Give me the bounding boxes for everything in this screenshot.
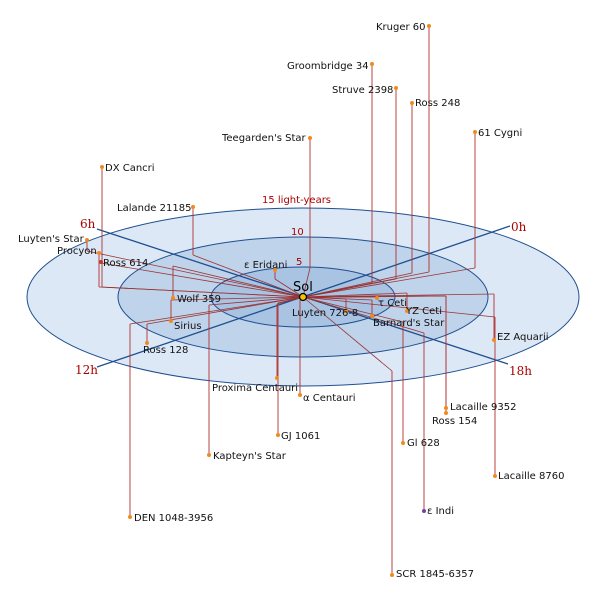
star-7-marker [100, 165, 104, 169]
star-31-label: SCR 1845-6357 [396, 569, 474, 580]
star-24-spoke [302, 295, 447, 298]
star-11-marker [99, 260, 103, 264]
star-24-marker [444, 411, 448, 415]
star-12-label: ε Eridani [244, 260, 287, 271]
star-3-label: Struve 2398 [332, 85, 393, 96]
star-21-marker [275, 376, 279, 380]
star-31-spoke [302, 296, 393, 372]
star-13-marker [171, 296, 175, 300]
star-19-spoke [302, 296, 373, 301]
star-3-marker [394, 86, 398, 90]
star-22-label: α Centauri [303, 393, 356, 404]
star-10-spoke [98, 286, 304, 298]
ring-label-5: 5 [296, 257, 302, 268]
star-15-label: Ross 128 [143, 345, 188, 356]
star-28-spoke [302, 296, 496, 318]
star-29-spoke [302, 296, 425, 334]
star-19-marker [370, 314, 374, 318]
star-9-marker [85, 238, 89, 242]
star-16-marker [375, 296, 379, 300]
star-11-label: Ross 614 [103, 258, 148, 269]
star-14-label: Sirius [174, 321, 202, 332]
star-18-marker [344, 309, 348, 313]
star-27-marker [207, 453, 211, 457]
star-17-marker [405, 309, 409, 313]
star-10-label: Procyon [57, 246, 97, 257]
star-20-label: EZ Aquarii [497, 332, 549, 343]
star-11-spoke [100, 262, 304, 298]
star-6-spoke [302, 267, 311, 298]
star-26-spoke [302, 296, 404, 323]
star-8-spoke [192, 254, 304, 298]
star-7-label: DX Cancri [105, 163, 155, 174]
star-30-spoke [129, 296, 304, 325]
ring-label-10: 10 [291, 227, 304, 238]
star-14-spoke [170, 296, 304, 301]
star-4-marker [410, 101, 414, 105]
star-29-marker [422, 509, 426, 513]
star-13-spoke [172, 265, 304, 298]
star-27-label: Kapteyn's Star [213, 451, 287, 462]
star-23-marker [444, 406, 448, 410]
hour-label-18h: 18h [509, 364, 532, 378]
star-12-spoke [274, 278, 304, 298]
star-5-label: 61 Cygni [478, 128, 522, 139]
star-12-marker [273, 268, 277, 272]
star-6-label: Teegarden's Star [221, 133, 306, 144]
star-25-marker [276, 433, 280, 437]
star-25-label: GJ 1061 [281, 431, 320, 442]
star-15-spoke [146, 296, 304, 325]
star-4-spoke [302, 272, 413, 298]
star-17-label: YZ Ceti [405, 306, 442, 317]
star-27-spoke [208, 296, 304, 306]
star-8-label: Lalande 21185 [117, 203, 191, 214]
star-21-label: Proxima Centauri [212, 383, 298, 394]
sol-marker [298, 292, 308, 302]
star-19-label: Barnard's Star [373, 318, 445, 329]
star-23-label: Lacaille 9352 [450, 402, 516, 413]
star-24-label: Ross 154 [432, 416, 477, 427]
star-15-marker [145, 341, 149, 345]
star-14-marker [169, 319, 173, 323]
star-1-marker [427, 24, 431, 28]
star-26-label: Gl 628 [407, 438, 440, 449]
star-projection-lines [86, 26, 496, 575]
star-18-label: Luyten 726-8 [292, 308, 358, 319]
star-20-marker [492, 338, 496, 342]
star-6-marker [308, 136, 312, 140]
star-22-marker [298, 393, 302, 397]
star-5-marker [473, 130, 477, 134]
star-2-label: Groombridge 34 [287, 61, 369, 72]
star-2-marker [370, 62, 374, 66]
hour-label-6h: 6h [80, 217, 96, 231]
star-30-marker [128, 515, 132, 519]
ring-label-15: 15 light-years [262, 195, 331, 206]
star-31-marker [390, 573, 394, 577]
star-30-label: DEN 1048-3956 [134, 513, 213, 524]
star-8-marker [191, 205, 195, 209]
star-9-label: Luyten's Star [18, 234, 85, 245]
hour-label-0h: 0h [511, 220, 527, 234]
star-29-label: ε Indi [427, 506, 454, 517]
star-9-spoke [86, 250, 304, 298]
sol-label: Sol [293, 280, 313, 295]
star-16-label: τ Ceti [378, 298, 407, 309]
star-26-marker [401, 441, 405, 445]
hour-label-12h: 12h [75, 363, 98, 377]
star-1-label: Kruger 60 [376, 22, 426, 33]
star-10-marker [97, 251, 101, 255]
star-28-marker [493, 474, 497, 478]
star-5-spoke [302, 267, 476, 298]
star-4-label: Ross 248 [415, 98, 460, 109]
star-28-label: Lacaille 8760 [498, 471, 564, 482]
star-13-label: Wolf 359 [177, 294, 221, 305]
